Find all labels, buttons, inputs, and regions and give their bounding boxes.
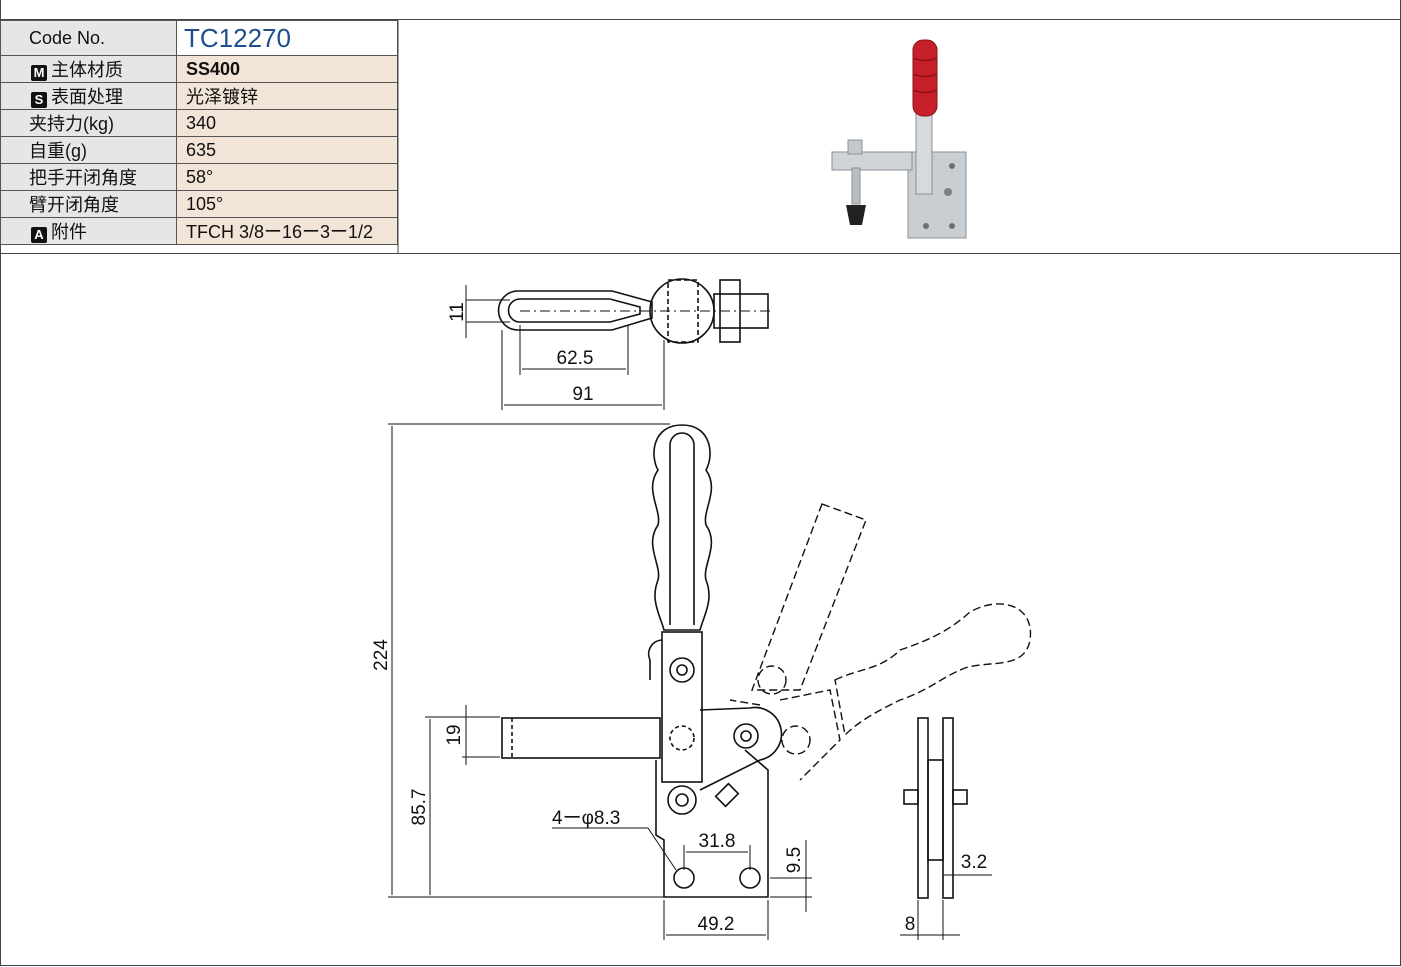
side-view [501, 424, 783, 898]
hole-callout: 4ーφ8.3 [552, 808, 620, 829]
surface-label: 表面处理 [51, 87, 123, 107]
spec-row-code: Code No. TC12270 [0, 20, 398, 56]
handle-angle-label: 把手开闭角度 [0, 163, 177, 191]
product-photo [831, 39, 967, 239]
dim-224: 224 [371, 639, 392, 671]
section-rule [0, 253, 1401, 254]
arm-angle-value: 105° [176, 190, 398, 218]
dim-11: 11 [447, 302, 468, 322]
material-label: 主体材质 [51, 60, 123, 80]
dim-91: 91 [572, 384, 593, 405]
dim-49-2: 49.2 [698, 914, 735, 935]
dim-9-5: 9.5 [784, 847, 805, 873]
dim-19: 19 [444, 724, 465, 745]
top-rule [0, 19, 1401, 20]
material-value: SS400 [176, 55, 398, 83]
end-view [903, 717, 968, 899]
code-value: TC12270 [176, 20, 398, 56]
open-positions [729, 503, 1032, 781]
spec-row-arm-angle: 臂开闭角度 105° [0, 190, 398, 218]
arm-angle-label: 臂开闭角度 [0, 190, 177, 218]
surface-value: 光泽镀锌 [176, 82, 398, 110]
dimension-lines [388, 285, 992, 940]
top-view [497, 278, 770, 344]
dim-3-2: 3.2 [961, 852, 987, 873]
spec-row-weight: 自重(g) 635 [0, 136, 398, 164]
force-value: 340 [176, 109, 398, 137]
dim-8: 8 [905, 914, 916, 935]
spec-row-handle-angle: 把手开闭角度 58° [0, 163, 398, 191]
accessory-icon: A [31, 227, 47, 243]
accessory-value: TFCH 3/8ー16ー3ー1/2 [176, 217, 398, 245]
surface-icon: S [31, 92, 47, 108]
dim-85-7: 85.7 [409, 789, 430, 826]
weight-label: 自重(g) [0, 136, 177, 164]
dim-62-5: 62.5 [557, 348, 594, 369]
handle-angle-value: 58° [176, 163, 398, 191]
dim-31-8: 31.8 [699, 831, 736, 852]
spec-row-force: 夹持力(kg) 340 [0, 109, 398, 137]
accessory-label: 附件 [51, 222, 87, 242]
material-icon: M [31, 65, 47, 81]
